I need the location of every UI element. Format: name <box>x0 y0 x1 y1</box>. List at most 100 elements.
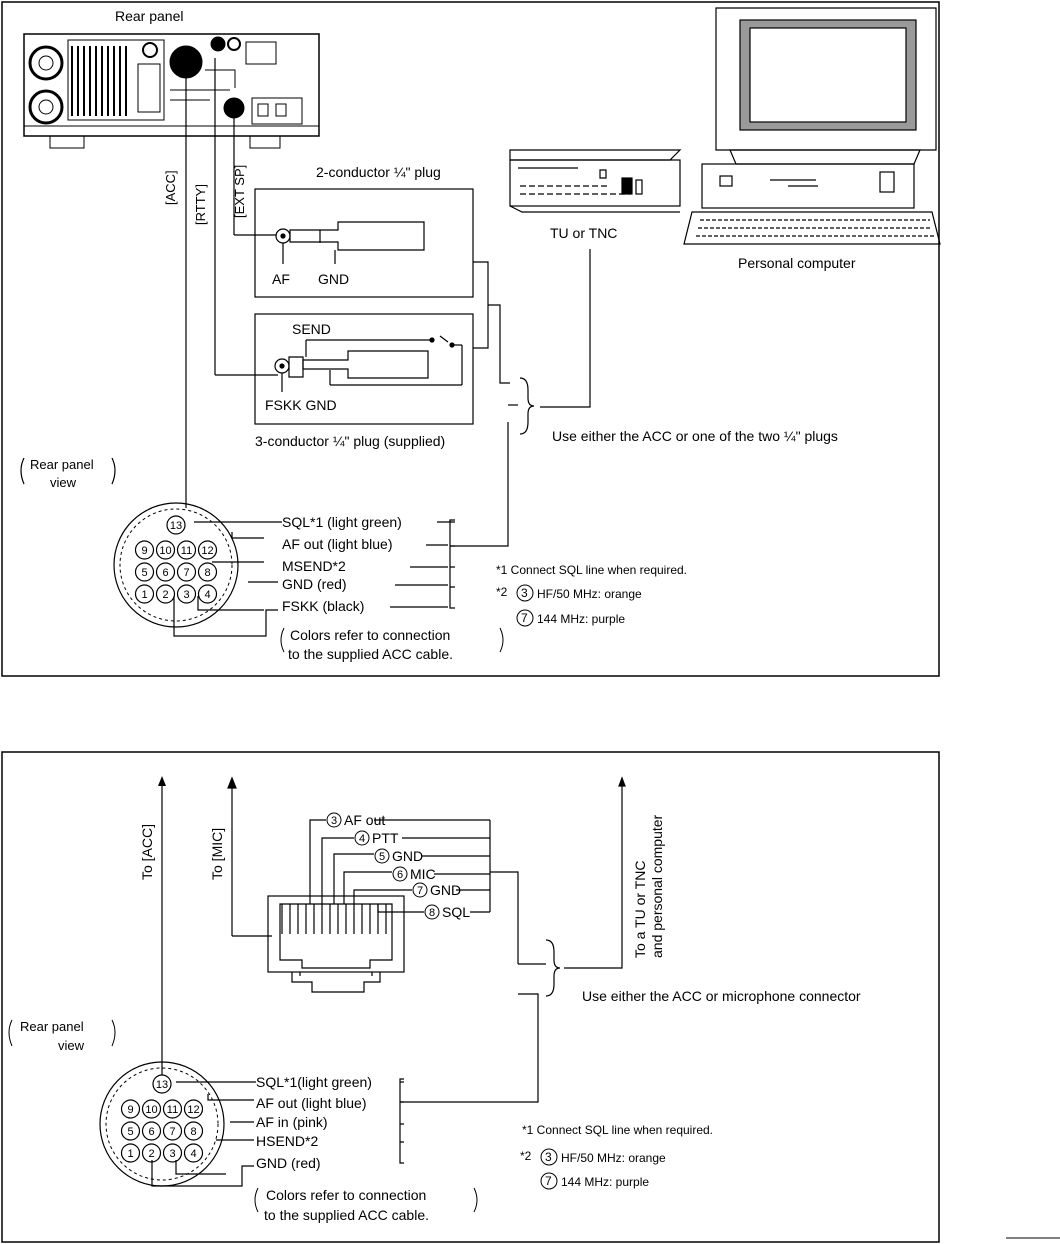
jack-acc-label: [ACC] <box>163 170 178 205</box>
bottom-note2-b: 144 MHz: purple <box>561 1175 649 1189</box>
top-pin-msend: MSEND*2 <box>282 558 346 574</box>
plug2-af-label: AF <box>272 271 290 287</box>
transceiver-rear-panel <box>23 33 320 149</box>
top-note2-a: HF/50 MHz: orange <box>537 587 642 601</box>
plug2-box <box>254 188 474 298</box>
bottom-frame <box>1 751 940 1243</box>
acc-pin-label-13: 13 <box>156 1079 168 1091</box>
mic-pin-4-number: 4 <box>359 833 365 845</box>
acc-pin-label-11: 11 <box>181 545 192 557</box>
bottom-note2-prefix: *2 <box>520 1149 532 1163</box>
acc-pin-label-6: 6 <box>148 1126 154 1138</box>
top-diagram: Rear panel <box>1 1 941 677</box>
acc-connector-inner <box>105 1067 219 1181</box>
bottom-pin-gnd: GND (red) <box>256 1155 321 1171</box>
acc-pin-4 <box>183 1143 204 1163</box>
top-note1: *1 Connect SQL line when required. <box>496 563 687 577</box>
acc-pin-label-1: 1 <box>127 1148 133 1160</box>
acc-pin-13 <box>152 1074 172 1094</box>
top-rpv-line2: view <box>50 475 77 490</box>
plug3-box <box>254 313 474 425</box>
personal-computer <box>683 7 941 245</box>
top-note2-b: 144 MHz: purple <box>537 612 625 626</box>
mic-pin-3-number: 3 <box>331 815 337 827</box>
acc-pin-12 <box>183 1099 204 1119</box>
acc-pin-11 <box>162 1099 183 1119</box>
mic-pin-3-circle <box>326 812 342 828</box>
top-pin-gnd: GND (red) <box>282 576 347 592</box>
acc-pin-label-12: 12 <box>201 545 213 557</box>
top-rpv-line1: Rear panel <box>30 457 94 472</box>
bottom-colors-2: to the supplied ACC cable. <box>264 1207 429 1223</box>
top-pin-leaders <box>173 521 455 637</box>
top-note2-a-circle <box>516 584 534 602</box>
bottom-colors-1: Colors refer to connection <box>266 1187 426 1203</box>
bottom-use-either-label: Use either the ACC or microphone connect… <box>582 988 861 1004</box>
acc-pin-7 <box>176 562 197 582</box>
bottom-diagram: To [ACC] To [MIC] <box>1 751 940 1243</box>
jack-rtty-label: [RTTY] <box>193 184 208 225</box>
mic-pin-4-circle <box>354 830 370 846</box>
bottom-rpv-line1: Rear panel <box>20 1019 84 1034</box>
tu-tnc-label: TU or TNC <box>550 225 617 241</box>
tu-tnc-device <box>509 149 682 213</box>
acc-pin-3 <box>162 1143 183 1163</box>
bottom-note1: *1 Connect SQL line when required. <box>522 1123 713 1137</box>
top-colors-2: to the supplied ACC cable. <box>288 646 453 662</box>
acc-pin-10 <box>141 1099 162 1119</box>
mic-pin-6-number: 6 <box>397 869 403 881</box>
acc-pin-10 <box>155 540 176 560</box>
top-rear-panel-view-paren <box>20 457 116 485</box>
mic-pin-3-label: AF out <box>344 812 385 828</box>
bottom-rpv-line2: view <box>58 1038 85 1053</box>
mic-pin-8-label: SQL <box>442 904 470 920</box>
top-pin-sql: SQL*1 (light green) <box>282 514 402 530</box>
bottom-pin-af-in: AF in (pink) <box>256 1114 328 1130</box>
mic-pin-5-circle <box>374 848 390 864</box>
acc-pin-11 <box>176 540 197 560</box>
to-acc-label: To [ACC] <box>139 824 155 880</box>
acc-pin-9 <box>120 1099 141 1119</box>
acc-pin-label-2: 2 <box>162 589 168 601</box>
top-note2-b-circle <box>516 609 534 627</box>
acc-connector-inner <box>119 508 233 622</box>
acc-pin-label-6: 6 <box>162 567 168 579</box>
acc-pin-label-10: 10 <box>145 1104 157 1116</box>
acc-pin-13 <box>166 515 186 535</box>
top-frame <box>1 1 940 677</box>
plug3-fskk-gnd-label: FSKK GND <box>265 397 337 413</box>
mic-pin-5-label: GND <box>392 848 423 864</box>
bottom-rpv-paren <box>8 1019 116 1047</box>
top-colors-paren <box>280 627 504 653</box>
acc-pin-6 <box>155 562 176 582</box>
to-acc-arrow <box>158 776 166 1090</box>
top-pin-af-out: AF out (light blue) <box>282 536 393 552</box>
plug2-gnd-label: GND <box>318 271 349 287</box>
bottom-pin-hsend: HSEND*2 <box>256 1133 318 1149</box>
plug2-title: 2-conductor ¼" plug <box>316 164 441 180</box>
rear-panel-label: Rear panel <box>115 8 184 24</box>
acc-pin-label-4: 4 <box>190 1148 196 1160</box>
acc-pin-label-7: 7 <box>183 567 189 579</box>
bottom-note2-b-num: 7 <box>545 1174 552 1188</box>
acc-pin-7 <box>162 1121 183 1141</box>
to-mic-label: To [MIC] <box>209 828 225 880</box>
acc-connector-outline <box>113 502 239 628</box>
mic-pin-8-circle <box>424 904 440 920</box>
acc-pin-5 <box>134 562 155 582</box>
bottom-colors-paren <box>254 1187 478 1213</box>
to-tu-label-2: and personal computer <box>649 814 665 958</box>
acc-pin-1 <box>134 584 155 604</box>
bottom-note2-a-circle <box>540 1148 558 1166</box>
bottom-pin-leaders <box>151 1081 404 1187</box>
mic-pin-7-number: 7 <box>417 885 423 897</box>
acc-pin-8 <box>197 562 218 582</box>
acc-pin-label-9: 9 <box>127 1104 133 1116</box>
mic-pin-6-circle <box>392 866 408 882</box>
acc-pin-label-5: 5 <box>141 567 147 579</box>
acc-pin-label-8: 8 <box>190 1126 196 1138</box>
mic-modular-jack <box>267 895 405 993</box>
bottom-pin-sql: SQL*1(light green) <box>256 1074 372 1090</box>
